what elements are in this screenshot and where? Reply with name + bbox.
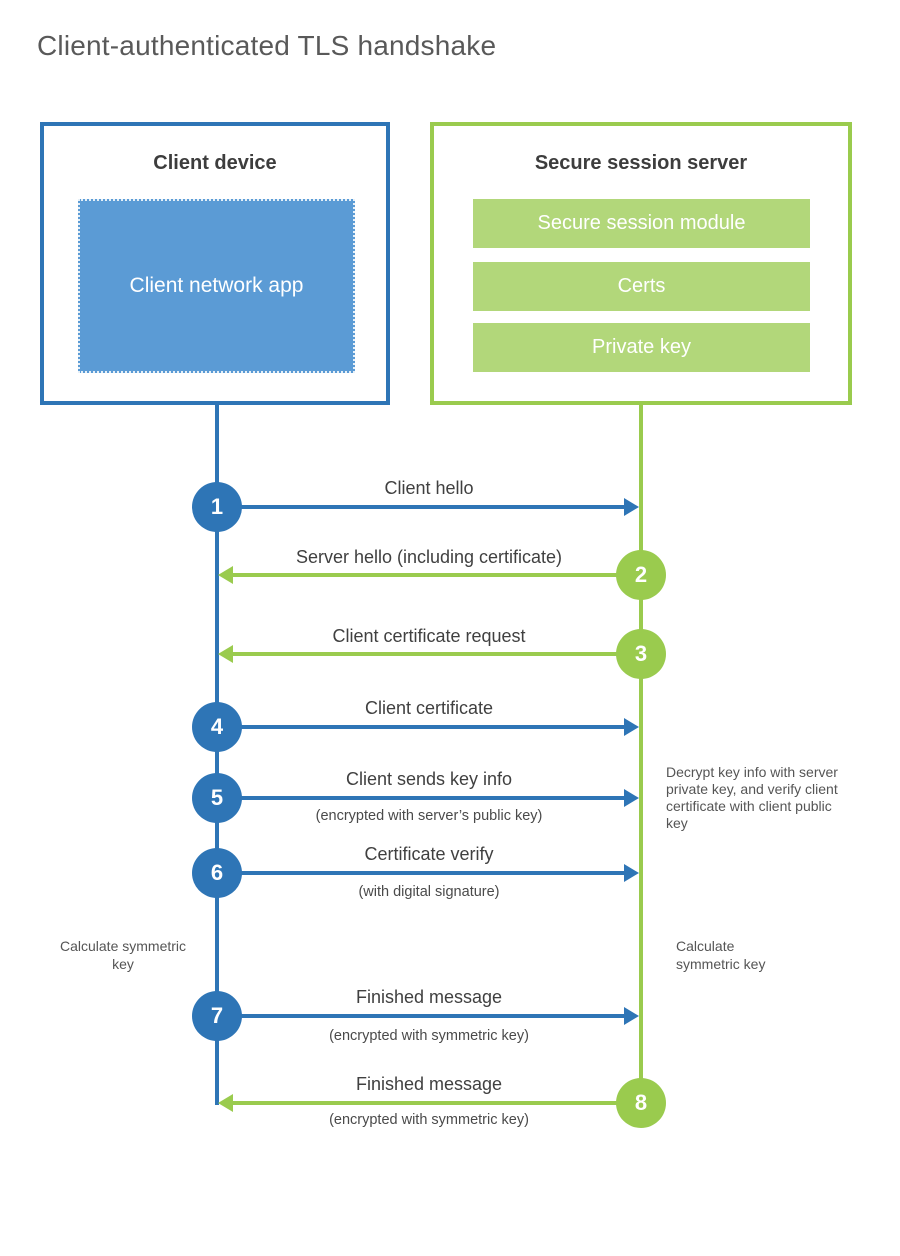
client-network-app-box: Client network app: [78, 199, 355, 373]
step5-badge: 5: [192, 773, 242, 823]
step8-arrowhead-icon: [218, 1094, 233, 1112]
step6-badge: 6: [192, 848, 242, 898]
server-title: Secure session server: [534, 152, 748, 174]
calc-symmetric-key-client-note: Calculate symmetric key: [59, 938, 187, 972]
step8-label: Finished message: [355, 1074, 503, 1094]
calc-symmetric-key-server-note: Calculate symmetric key: [676, 938, 766, 972]
secure-session-server-box: Secure session server Secure session mod…: [430, 122, 852, 405]
step8-arrow-line: [233, 1101, 641, 1105]
server-module-private-key: Private key: [473, 323, 810, 372]
step4-arrowhead-icon: [624, 718, 639, 736]
step4-badge: 4: [192, 702, 242, 752]
step3-badge: 3: [616, 629, 666, 679]
step2-arrow-line: [233, 573, 641, 577]
step7-badge: 7: [192, 991, 242, 1041]
server-module-secure-session: Secure session module: [473, 199, 810, 248]
step6-sublabel: (with digital signature): [358, 884, 500, 900]
step5-arrowhead-icon: [624, 789, 639, 807]
step7-sublabel: (encrypted with symmetric key): [329, 1028, 529, 1044]
step6-arrow-line: [217, 871, 625, 875]
step6-arrowhead-icon: [624, 864, 639, 882]
step5-label: Client sends key info: [345, 769, 513, 789]
step1-arrowhead-icon: [624, 498, 639, 516]
step3-arrowhead-icon: [218, 645, 233, 663]
step7-arrowhead-icon: [624, 1007, 639, 1025]
step8-sublabel: (encrypted with symmetric key): [329, 1112, 529, 1128]
server-lifeline: [639, 405, 643, 1105]
step1-label: Client hello: [384, 478, 474, 498]
step2-badge: 2: [616, 550, 666, 600]
step5-arrow-line: [217, 796, 625, 800]
client-device-box: Client device Client network app: [40, 122, 390, 405]
server-module-certs: Certs: [473, 262, 810, 311]
step7-label: Finished message: [355, 987, 503, 1007]
step8-badge: 8: [616, 1078, 666, 1128]
step4-arrow-line: [217, 725, 625, 729]
client-device-title: Client device: [153, 152, 277, 174]
client-lifeline: [215, 405, 219, 1105]
step3-label: Client certificate request: [332, 626, 526, 646]
step6-label: Certificate verify: [364, 844, 494, 864]
step1-badge: 1: [192, 482, 242, 532]
step2-arrowhead-icon: [218, 566, 233, 584]
decrypt-note: Decrypt key info with server private key…: [666, 764, 838, 831]
page-title: Client-authenticated TLS handshake: [37, 30, 497, 61]
step1-arrow-line: [217, 505, 625, 509]
step7-arrow-line: [217, 1014, 625, 1018]
step2-label: Server hello (including certificate): [295, 547, 563, 567]
step5-sublabel: (encrypted with server’s public key): [315, 808, 543, 824]
step3-arrow-line: [233, 652, 641, 656]
step4-label: Client certificate: [364, 698, 494, 718]
